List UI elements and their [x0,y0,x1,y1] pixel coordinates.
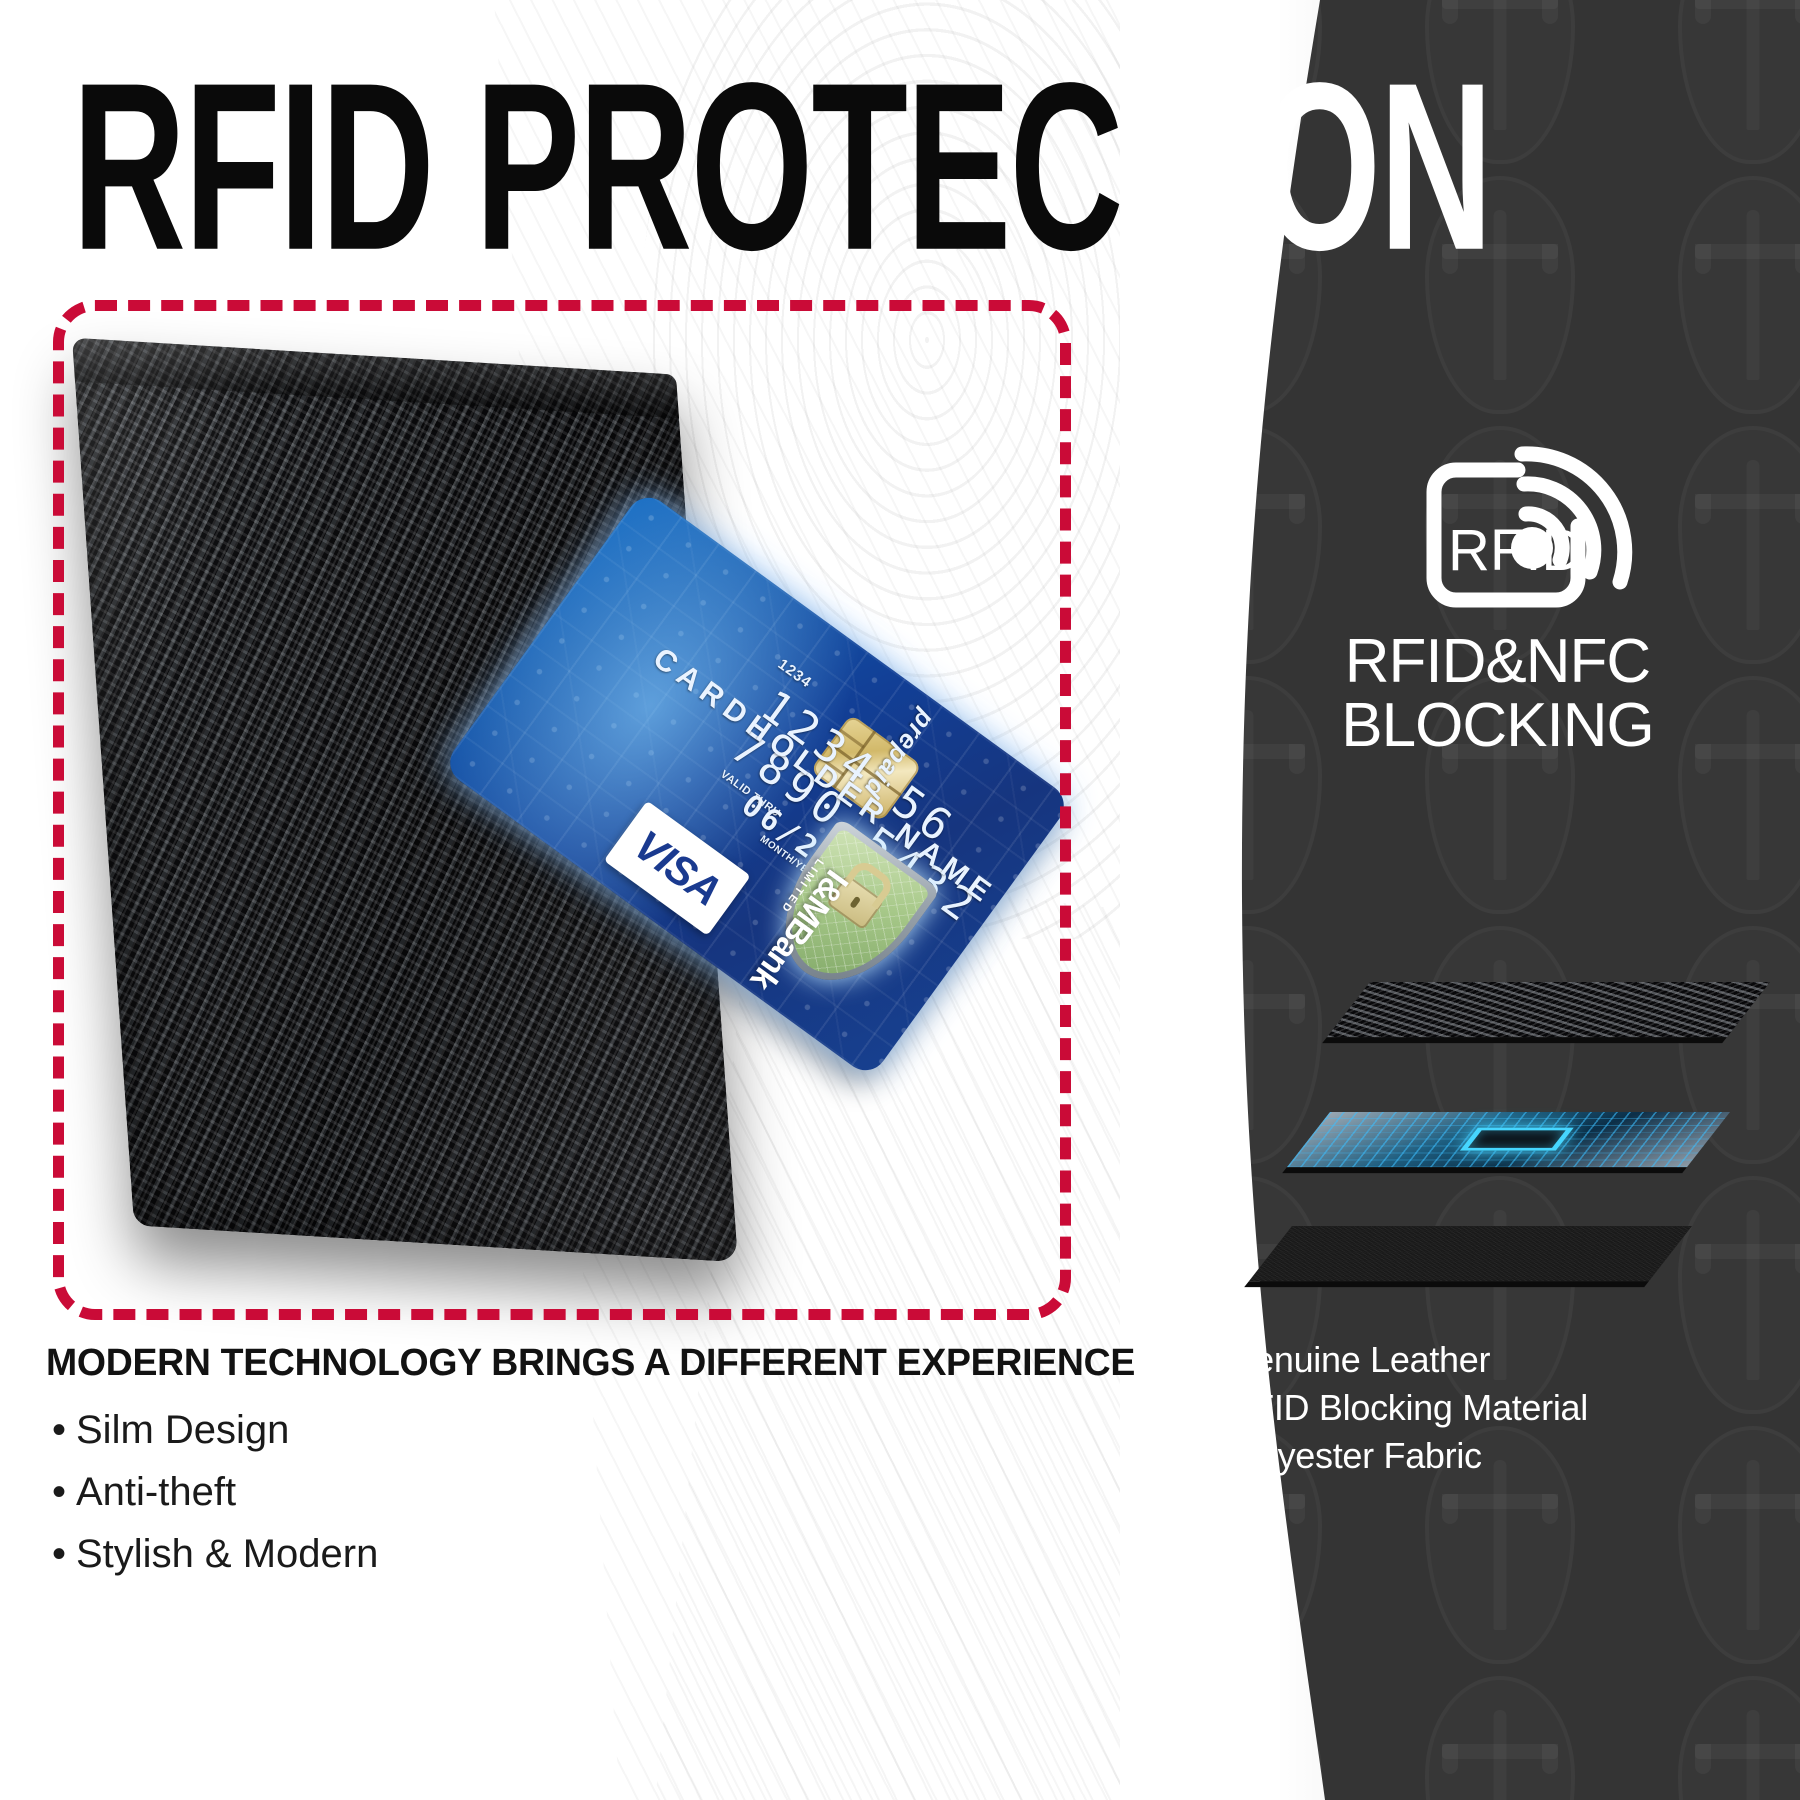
legend-item: 2=RFID Blocking Material [1186,1387,1588,1428]
page-title: RFID PROTECTION [0,40,1800,293]
material-layers-diagram [1180,960,1800,1310]
features-block: MODERN TECHNOLOGY BRINGS A DIFFERENT EXP… [46,1342,1146,1585]
features-heading: MODERN TECHNOLOGY BRINGS A DIFFERENT EXP… [46,1342,1136,1384]
crest-watermark [1627,1170,1800,1420]
rfid-wave-icon: RFID [1410,432,1650,632]
list-item: •Anti-theft [46,1461,1146,1523]
crest-watermark [1373,1420,1626,1670]
page-title-text: RFID PROTECTION [72,40,1493,293]
rfid-caption-line-1: RFID&NFC [1344,627,1651,696]
list-item: •Stylish & Modern [46,1523,1146,1585]
bullet-glyph: • [52,1532,67,1576]
list-item-label: Stylish & Modern [76,1532,379,1576]
crest-watermark [1627,670,1800,920]
rfid-icon-label: RFID [1448,518,1583,583]
crest-watermark [1627,0,1800,170]
crest-watermark [1627,420,1800,670]
bullet-glyph: • [52,1408,67,1452]
bullet-glyph: • [52,1470,67,1514]
rfid-caption-line-2: BLOCKING [1341,691,1654,760]
legend-item: 1=Genuine Leather [1186,1339,1491,1380]
features-list: •Silm Design •Anti-theft •Stylish & Mode… [46,1399,1146,1585]
layer-polyester-fabric [1244,1226,1692,1288]
crest-watermark [1373,420,1626,670]
crest-watermark [1627,1670,1800,1800]
list-item-label: Anti-theft [76,1470,237,1514]
rfid-blocking-caption: RFID&NFC BLOCKING [1195,630,1800,758]
product-photo-frame [53,300,1071,1320]
crest-watermark [1373,0,1626,170]
layers-legend: 1=Genuine Leather 2=RFID Blocking Materi… [1186,1336,1800,1480]
crest-watermark [1373,170,1626,420]
legend-item: 3=Polyester Fabric [1186,1435,1482,1476]
list-item-label: Silm Design [76,1408,290,1452]
crest-watermark [1373,670,1626,920]
list-item: •Silm Design [46,1399,1146,1461]
page-title-dark-part: RFID PROTEC [72,32,1124,300]
crest-watermark [1627,170,1800,420]
crest-watermark [1373,1670,1626,1800]
crest-watermark [1627,1420,1800,1670]
layer-rfid-blocking-material [1282,1112,1730,1174]
page-title-light-part: TION [1121,32,1494,300]
layer-genuine-leather [1322,982,1770,1044]
rfid-chip-icon [1459,1127,1574,1151]
